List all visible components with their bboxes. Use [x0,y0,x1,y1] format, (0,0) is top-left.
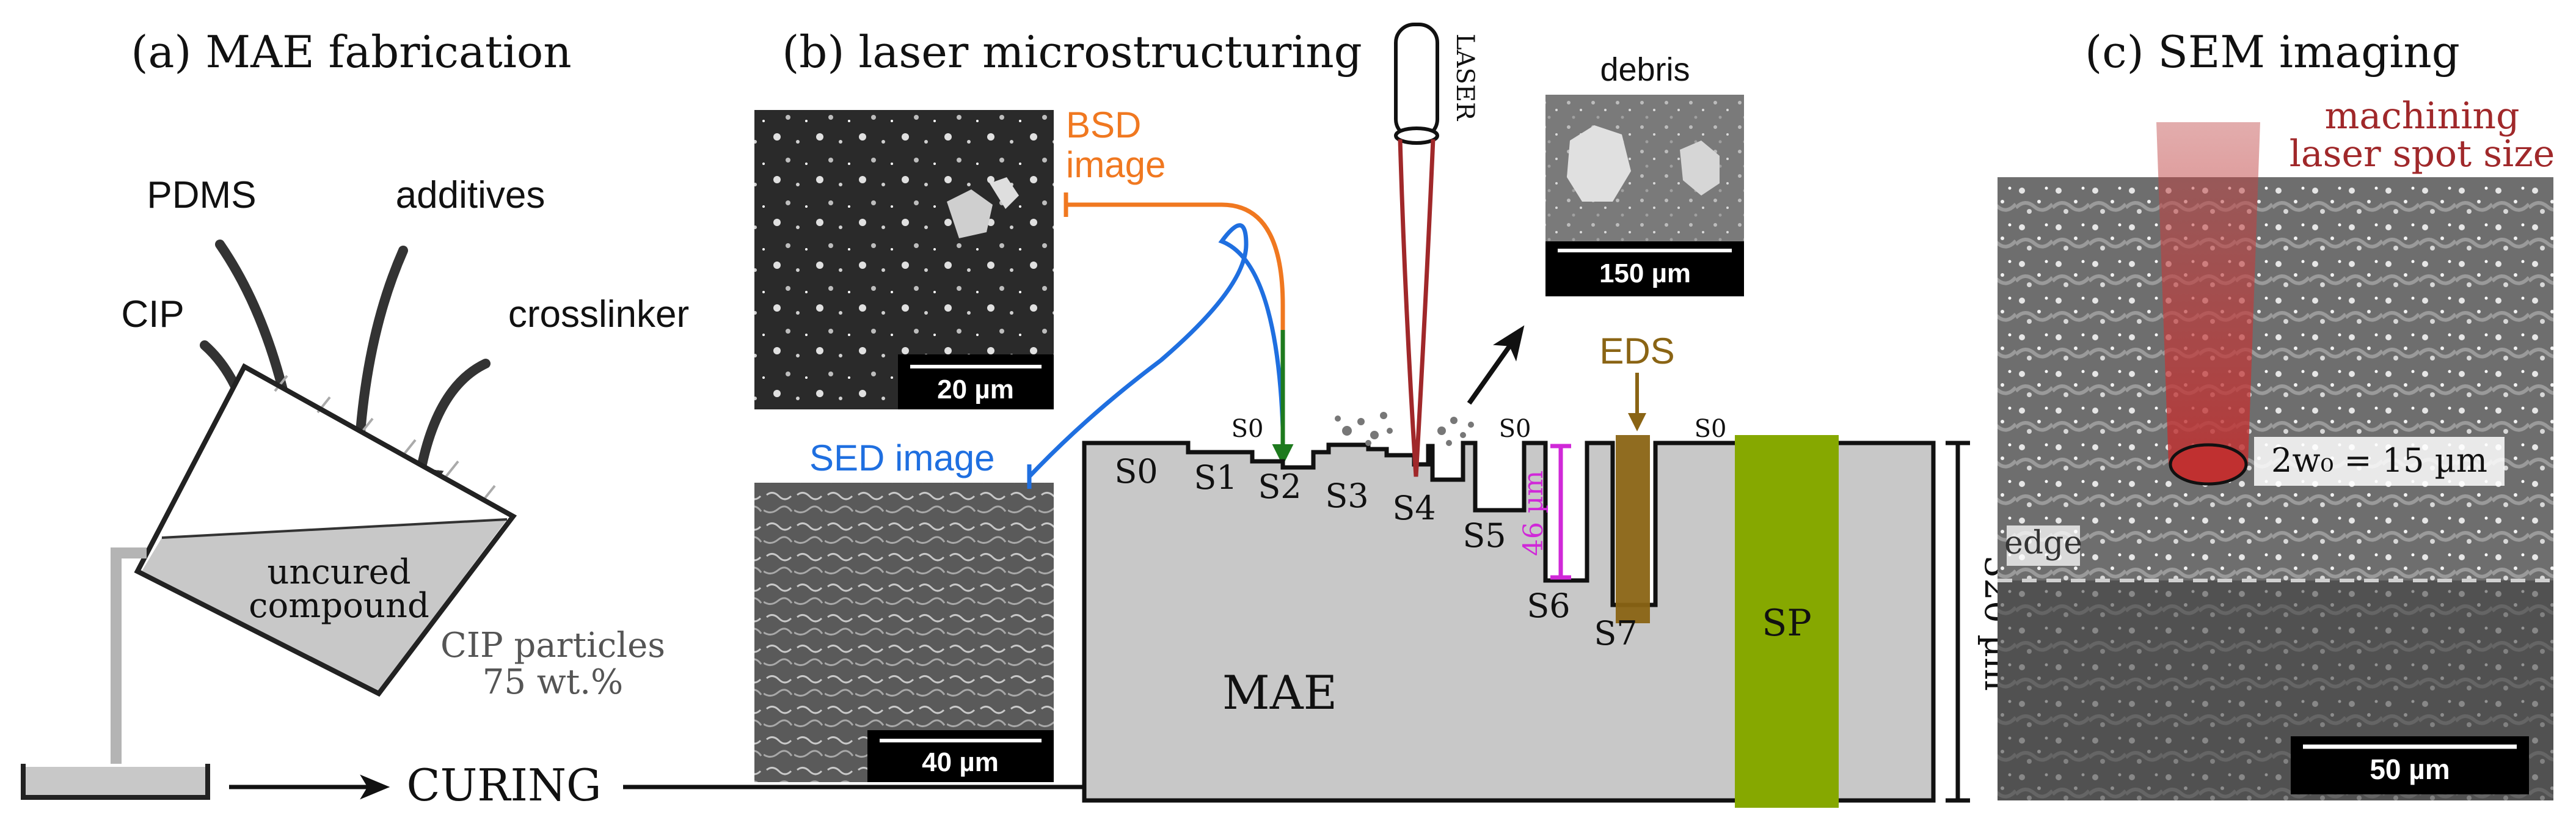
eds-label: EDS [1599,331,1674,372]
spot-label-line1: machining [2325,95,2520,137]
surface-label-s7: S7 [1594,614,1637,653]
mae-substrate [1082,441,1936,803]
surface-label-s4: S4 [1392,489,1436,527]
panel-b-title: (b) laser microstructuring [782,26,1362,78]
spot-label-line2: laser spot size [2290,133,2555,175]
sed-scale-label: 40 µm [922,747,999,777]
surface-label-s0-a: S0 [1114,452,1158,491]
sem-image: edge 2w₀ = 15 µm 50 µm [1998,122,2553,800]
sp-region [1735,435,1839,808]
surface-label-s0-c: S0 [1499,415,1531,443]
sed-label: SED image [809,437,994,478]
pour-stream [111,547,147,764]
sem-scale-label: 50 µm [2370,753,2450,785]
sed-signal-curve [1027,223,1285,478]
sed-image: 40 µm [754,483,1054,782]
laser-head [1394,23,1439,477]
bsd-signal-curve [1066,202,1285,415]
bsd-label-line1: BSD [1066,104,1141,145]
bsd-scale-label: 20 µm [937,375,1014,405]
eds-region [1616,435,1650,623]
ingredient-additives: additives [396,174,545,216]
surface-label-s1: S1 [1194,458,1237,497]
debris-label: debris [1600,51,1690,88]
edge-label: edge [2004,525,2082,562]
beaker [134,363,517,697]
surface-label-s3: S3 [1325,477,1368,515]
surface-label-s5: S5 [1462,516,1506,555]
bsd-scale-box [898,354,1054,409]
debris-scale-label: 150 µm [1599,258,1691,288]
spot-size-value: 2w₀ = 15 µm [2271,441,2487,480]
panel-c-title: (c) SEM imaging [2085,26,2460,78]
ingredient-cip: CIP [121,293,184,335]
panel-a-title: (a) MAE fabrication [131,26,571,78]
debris-arrow [1467,325,1525,405]
cip-particles-label: CIP particles [440,626,665,665]
debris-image: debris 150 µm [1545,51,1744,296]
surface-label-s2: S2 [1258,467,1301,506]
beaker-label-uncured: uncured [267,552,410,592]
cip-particles-fraction: 75 wt.% [483,662,624,702]
laser-spot-beam [2156,122,2260,464]
mae-label: MAE [1222,665,1337,720]
ingredient-pdms: PDMS [147,174,256,216]
curing-label: CURING [407,760,602,811]
depth-marker [1550,444,1571,580]
debris-particles [1335,412,1474,446]
bsd-image: 20 µm [754,110,1054,409]
laser-label: LASER [1451,34,1479,122]
ingredient-crosslinker: crosslinker [508,293,689,335]
mold-tray [21,764,210,800]
thickness-marker [1946,441,1970,803]
depth-label: 46 µm [1518,470,1549,556]
surface-label-s0-d: S0 [1695,415,1727,443]
surface-label-s6: S6 [1527,587,1570,625]
laser-spot-ellipse [2169,443,2248,486]
bsd-label-line2: image [1066,144,1166,185]
sp-label: SP [1762,602,1811,645]
beaker-label-compound: compound [249,586,429,626]
surface-label-s0-b: S0 [1231,415,1264,443]
